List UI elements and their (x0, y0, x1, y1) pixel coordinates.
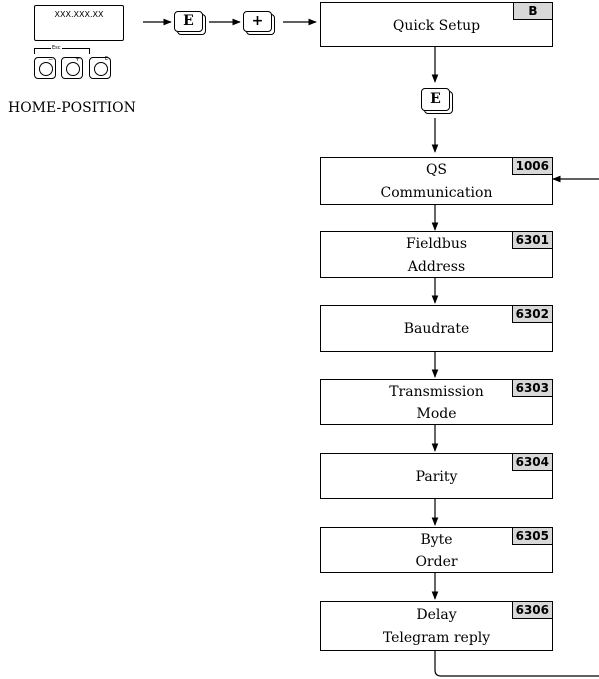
home-position-label: HOME-POSITION (8, 100, 136, 116)
step-line2: Order (415, 554, 458, 570)
step-line2: Communication (380, 185, 493, 201)
step-qs-communication[interactable]: 1006 QS Communication (320, 157, 553, 205)
step-code: 6306 (511, 602, 552, 619)
quick-setup-box[interactable]: B Quick Setup (320, 2, 553, 47)
step-delay-telegram-reply[interactable]: 6306 Delay Telegram reply (320, 601, 553, 651)
step-line1: Parity (415, 469, 458, 485)
step-line1: Delay (416, 607, 457, 623)
device-plus-key[interactable]: + (61, 56, 83, 79)
plus-key[interactable]: + (243, 11, 275, 35)
key-circle-icon (39, 62, 53, 76)
plus-sign: + (74, 56, 80, 63)
step-line1: Baudrate (403, 321, 470, 337)
step-line1: Byte (420, 532, 453, 548)
step-line2: Mode (416, 406, 457, 422)
step-code: 6303 (511, 380, 552, 397)
step-code: 6301 (511, 232, 552, 249)
enter-sign: E (104, 56, 108, 62)
step-line2: Telegram reply (382, 630, 491, 646)
continuation-line (434, 651, 599, 677)
device-minus-key[interactable]: − (34, 56, 56, 79)
device-enter-key[interactable]: E (89, 56, 111, 79)
step-baudrate[interactable]: 6302 Baudrate (320, 305, 553, 352)
display-text: XXX.XXX.XX (54, 10, 104, 19)
quick-setup-label: Quick Setup (392, 18, 481, 34)
step-parity[interactable]: 6304 Parity (320, 453, 553, 499)
step-line1: Fieldbus (405, 236, 468, 252)
step-code: 6304 (511, 454, 552, 471)
esc-label: Esc (34, 44, 90, 54)
minus-sign: − (47, 56, 53, 63)
step-code: 6305 (511, 528, 552, 545)
step-line1: QS (425, 162, 448, 178)
step-transmission-mode[interactable]: 6303 Transmission Mode (320, 379, 553, 425)
step-line1: Transmission (389, 384, 484, 400)
quick-setup-code: B (513, 3, 552, 20)
key-circle-icon (94, 62, 108, 76)
step-line2: Address (407, 259, 466, 275)
step-fieldbus-address[interactable]: 6301 Fieldbus Address (320, 231, 553, 278)
device-display: XXX.XXX.XX (34, 5, 124, 41)
step-byte-order[interactable]: 6305 Byte Order (320, 527, 553, 573)
key-circle-icon (66, 62, 80, 76)
enter-key[interactable]: E (174, 11, 206, 35)
enter-key-2[interactable]: E (421, 88, 453, 114)
step-code: 1006 (511, 158, 552, 175)
step-code: 6302 (511, 306, 552, 323)
